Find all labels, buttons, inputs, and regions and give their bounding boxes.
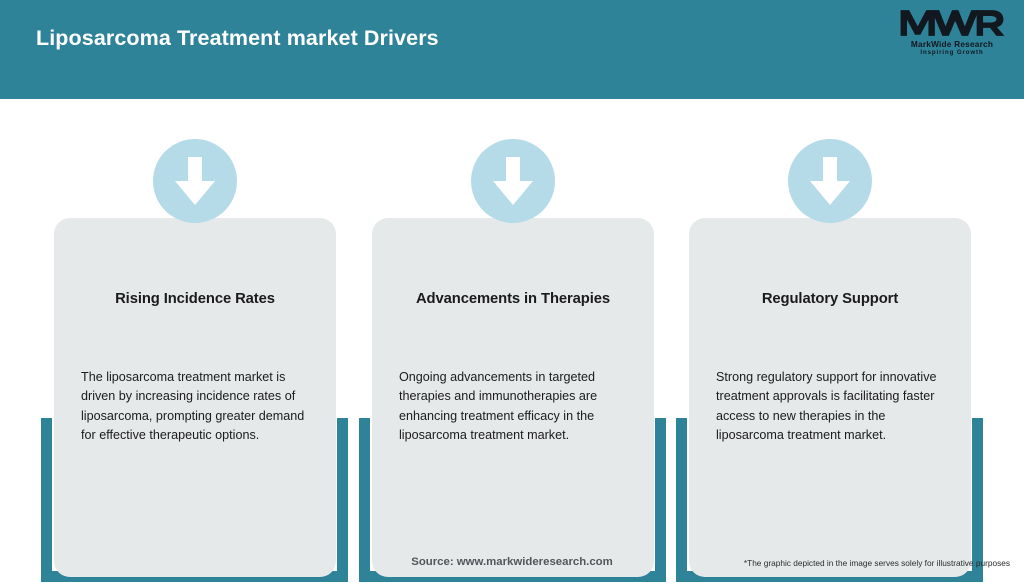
bracket-left-bar — [676, 418, 687, 582]
disclaimer-note: *The graphic depicted in the image serve… — [743, 558, 1010, 568]
logo-company-name: MarkWide Research — [910, 39, 994, 49]
card-body-text: The liposarcoma treatment market is driv… — [81, 370, 305, 443]
bracket-right-bar — [337, 418, 348, 582]
card-panel: Rising Incidence Rates The liposarcoma t… — [54, 218, 336, 577]
source-label: Source: www.markwideresearch.com — [411, 556, 613, 568]
card-title: Rising Incidence Rates — [115, 291, 275, 307]
card-body-text: Ongoing advancements in targeted therapi… — [399, 370, 598, 443]
bracket-right-bar — [655, 418, 666, 582]
down-arrow-icon — [470, 139, 555, 223]
driver-card-1: Rising Incidence Rates The liposarcoma t… — [41, 139, 348, 583]
driver-card-2: Advancements in Therapies Ongoing advanc… — [359, 139, 666, 583]
logo-tagline: Inspiring Growth — [920, 49, 984, 56]
page-title: Liposarcoma Treatment market Drivers — [36, 26, 439, 50]
driver-card-3: Regulatory Support Strong regulatory sup… — [676, 139, 983, 583]
down-arrow-glyph — [492, 157, 533, 205]
down-arrow-glyph — [174, 157, 215, 205]
card-panel: Advancements in Therapies Ongoing advanc… — [372, 218, 654, 577]
card-title: Advancements in Therapies — [415, 291, 611, 307]
down-arrow-icon — [787, 139, 872, 223]
page-header: Liposarcoma Treatment market Drivers Mar… — [0, 0, 1024, 99]
drivers-card-row: Rising Incidence Rates The liposarcoma t… — [0, 99, 1024, 582]
card-panel: Regulatory Support Strong regulatory sup… — [689, 218, 971, 577]
bracket-right-bar — [972, 418, 983, 582]
card-body-text: Strong regulatory support for innovative… — [716, 370, 937, 443]
bracket-left-bar — [359, 418, 370, 582]
card-title: Regulatory Support — [761, 291, 899, 307]
down-arrow-icon — [152, 139, 237, 223]
bracket-left-bar — [41, 418, 52, 582]
mwr-logo-icon — [900, 10, 1005, 36]
company-logo: MarkWide Research Inspiring Growth — [898, 8, 1006, 60]
down-arrow-glyph — [809, 157, 850, 205]
